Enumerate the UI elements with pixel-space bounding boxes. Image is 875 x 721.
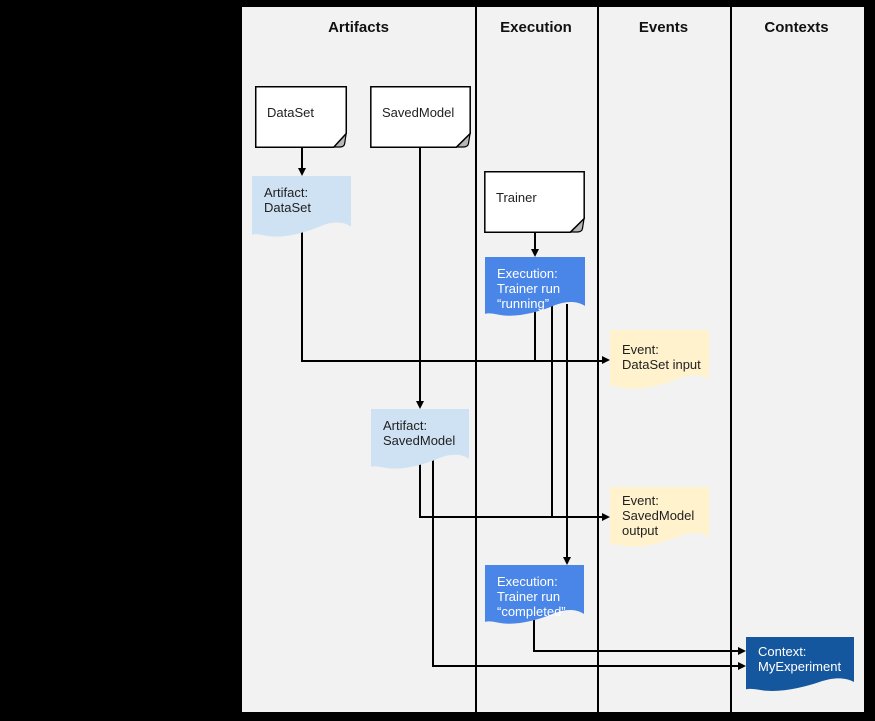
connector-running-to-completed [566,304,568,557]
connector-completed-to-context [533,650,738,652]
node-event-dataset-input: Event: DataSet input [610,330,709,392]
diagram-canvas: Artifacts Execution Events Contexts Data… [242,7,864,712]
node-execution-running: Execution: Trainer run “running” [485,257,585,319]
document-shape [610,330,709,389]
column-divider [475,7,477,712]
arrowhead-right-icon [738,646,746,655]
column-header-artifacts: Artifacts [328,19,389,36]
document-shape [485,257,585,316]
note-shape [370,86,471,148]
node-label: Trainer [496,189,537,205]
connector-artifactdataset-down [301,229,303,362]
arrowhead-down-icon [530,249,539,257]
node-label: Execution: Trainer run “running” [497,266,561,311]
connector-trainer-to-execution [534,233,536,249]
node-artifact-dataset: Artifact: DataSet [252,176,351,240]
node-label: DataSet [267,104,314,120]
node-label: Event: DataSet input [622,342,701,372]
connector-artifactsavedmodel-to-context [432,665,738,667]
column-header-execution: Execution [500,19,572,36]
node-label: Context: MyExperiment [758,644,842,674]
note-shape [255,86,347,148]
node-trainer: Trainer [484,171,585,233]
node-dataset: DataSet [255,86,347,148]
document-shape [746,637,854,692]
node-label: Artifact: DataSet [264,185,311,215]
node-label: Event: SavedModel output [622,493,695,538]
document-shape [252,176,351,237]
node-label: Artifact: SavedModel [383,418,456,448]
connector-dataset-to-artifact [301,148,303,168]
node-artifact-savedmodel: Artifact: SavedModel [371,409,469,472]
connector-running-down-1 [534,302,536,362]
column-header-contexts: Contexts [764,19,829,36]
arrowhead-right-icon [738,661,746,670]
column-header-events: Events [638,19,689,36]
connector-to-event-savedmodeloutput [419,516,602,518]
arrowhead-down-icon [415,401,424,409]
arrowhead-right-icon [602,512,610,521]
connector-completed-down [533,615,535,652]
arrowhead-right-icon [602,355,610,364]
node-context-myexperiment: Context: MyExperiment [746,637,854,694]
node-event-savedmodel-output: Event: SavedModel output [610,487,709,550]
document-shape [610,487,709,547]
connector-artifactsavedmodel-down-2 [432,452,434,667]
document-shape [371,409,469,469]
node-label: Execution: Trainer run “completed” [497,574,566,619]
node-execution-completed: Execution: Trainer run “completed” [485,565,584,627]
arrowhead-down-icon [562,557,571,565]
document-shape [485,565,584,624]
connector-artifactsavedmodel-down-1 [419,452,421,517]
connector-running-down-2 [551,304,553,517]
arrowhead-down-icon [297,168,306,176]
node-savedmodel: SavedModel [370,86,471,148]
column-divider [597,7,599,712]
note-shape [484,171,585,233]
column-divider [730,7,732,712]
connector-to-event-datasetinput [301,360,602,362]
node-label: SavedModel [382,104,455,120]
connector-savedmodel-to-artifact [419,148,421,401]
